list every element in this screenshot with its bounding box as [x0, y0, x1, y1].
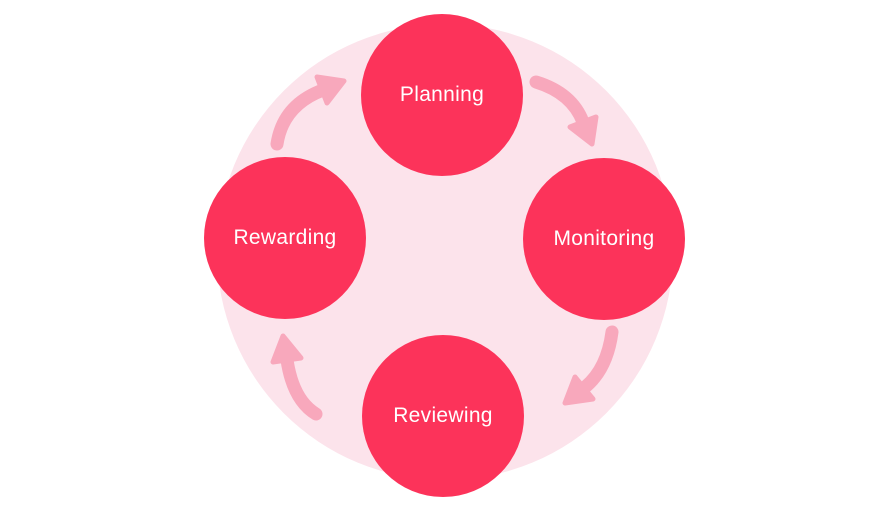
node-reviewing-label: Reviewing: [393, 404, 493, 427]
arrow-reviewing-to-rewarding: [270, 333, 323, 421]
arrowhead-icon: [314, 74, 347, 106]
arrow-shaft: [577, 325, 619, 395]
node-planning: Planning: [361, 14, 523, 176]
arrow-shaft: [270, 83, 330, 151]
node-rewarding: Rewarding: [204, 157, 366, 319]
arrowhead-icon: [567, 114, 599, 147]
node-monitoring: Monitoring: [523, 158, 685, 320]
arrow-shaft: [280, 353, 323, 421]
arrow-shaft: [529, 75, 590, 129]
arrowhead-icon: [562, 374, 596, 406]
arrow-planning-to-monitoring: [529, 75, 599, 147]
arrow-monitoring-to-reviewing: [562, 325, 619, 406]
node-planning-label: Planning: [399, 83, 485, 106]
arrowhead-icon: [270, 333, 304, 365]
node-reviewing: Reviewing: [362, 335, 524, 497]
arrow-rewarding-to-planning: [270, 74, 347, 151]
node-monitoring-label: Monitoring: [553, 227, 655, 250]
node-rewarding-label: Rewarding: [233, 226, 337, 249]
